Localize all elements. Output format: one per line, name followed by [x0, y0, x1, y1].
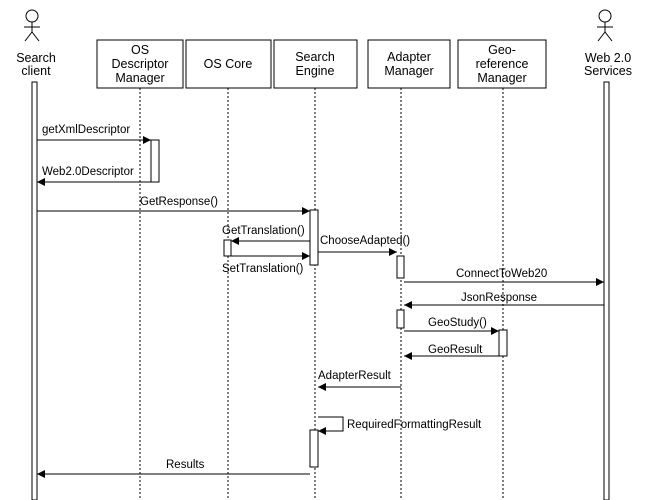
participant-label-line: OS: [131, 43, 149, 57]
message-label: ConnectToWeb20: [456, 268, 547, 280]
activation-bar: [223, 239, 232, 257]
participant-label-line: Web 2.0: [585, 51, 631, 65]
participant-box: [457, 39, 547, 89]
message-label: GeoStudy(): [428, 317, 487, 329]
participant-label-line: Manager: [115, 71, 164, 85]
participant-box: [185, 39, 272, 89]
message-label: JsonResponse: [461, 292, 537, 304]
participant-georeference-manager: Geo- reference Manager: [457, 39, 547, 89]
participant-web20-services: Web 2.0 Services: [584, 9, 632, 500]
messages: getXmlDescriptor Web2.0Descriptor GetRes…: [37, 124, 604, 478]
actor-stick-figure-icon: [597, 9, 613, 42]
activation-bar: [396, 309, 405, 329]
participant-os-descriptor-manager: OS Descriptor Manager: [96, 39, 184, 89]
activation-bar: [603, 81, 610, 500]
activation-bars: [150, 139, 508, 468]
message-label: Web2.0Descriptor: [42, 166, 134, 178]
activation-bar: [498, 329, 508, 357]
participant-adapter-manager: Adapter Manager: [367, 39, 451, 89]
participant-label-line: Search: [16, 51, 56, 65]
message-label: SetTranslation(): [222, 263, 304, 275]
message-label: GetResponse(): [140, 196, 218, 208]
participant-label-line: Descriptor: [112, 57, 169, 71]
participant-label-line: client: [21, 64, 51, 78]
message-label: getXmlDescriptor: [42, 124, 130, 136]
activation-bar: [309, 429, 319, 468]
participant-label-line: reference: [476, 57, 529, 71]
message-label: Results: [166, 459, 205, 471]
lifelines: [139, 88, 504, 500]
participant-label-line: Geo-: [488, 43, 516, 57]
activation-bar: [150, 139, 160, 183]
participant-box: [367, 39, 451, 89]
participant-search-engine: Search Engine: [273, 39, 358, 89]
message-arrow: [318, 416, 344, 435]
message-label: ChooseAdapted(): [320, 235, 410, 247]
participant-label-line: Services: [584, 64, 632, 78]
participant-box: [273, 39, 358, 89]
participant-label-line: Manager: [477, 71, 526, 85]
message-label: GeoResult: [428, 344, 483, 356]
message-label: AdapterResult: [318, 370, 392, 382]
participant-label-line: OS Core: [204, 57, 253, 71]
message-label: RequiredFormattingResult: [347, 419, 482, 431]
participant-label-line: Search: [295, 50, 335, 64]
participant-label-line: Engine: [296, 64, 335, 78]
participant-box: [96, 39, 184, 89]
participant-os-core: OS Core: [185, 39, 272, 89]
actor-stick-figure-icon: [24, 9, 40, 42]
message-label: GetTranslation(): [222, 225, 305, 237]
participant-label-line: Manager: [384, 64, 433, 78]
activation-bar: [396, 255, 405, 279]
participant-search-client: Search client: [16, 9, 56, 500]
activation-bar: [31, 81, 38, 500]
participant-label-line: Adapter: [387, 50, 431, 64]
activation-bar: [309, 209, 319, 266]
